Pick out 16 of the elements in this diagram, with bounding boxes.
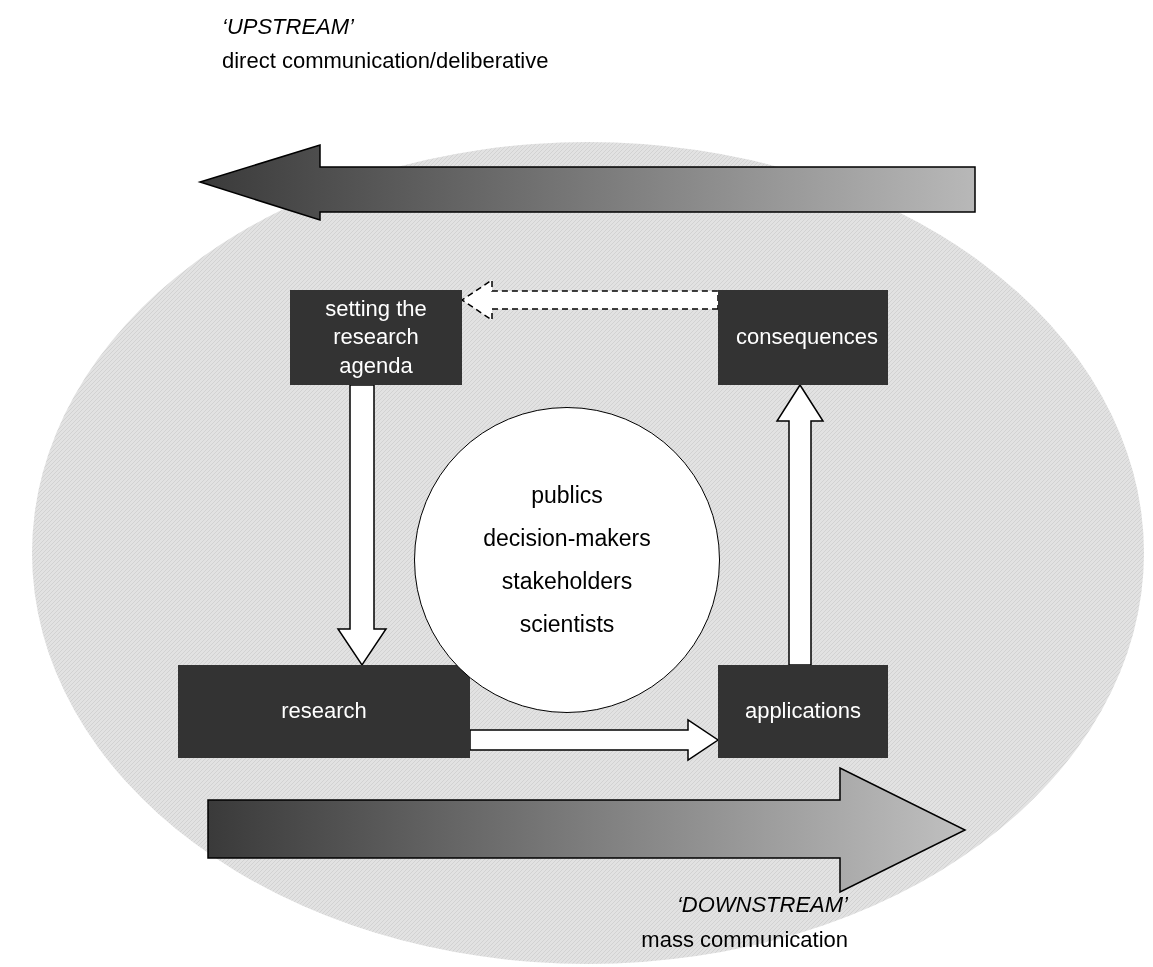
process-box: setting the research agenda bbox=[290, 290, 462, 385]
block-arrow bbox=[775, 383, 825, 666]
block-arrow bbox=[460, 278, 719, 322]
block-arrow bbox=[469, 718, 720, 762]
node-text: stakeholders bbox=[501, 568, 633, 595]
process-box: applications bbox=[718, 665, 888, 758]
note-text: ‘DOWNSTREAM’ bbox=[676, 892, 848, 918]
node-text: decision-makers bbox=[483, 525, 651, 552]
process-box: consequences bbox=[718, 290, 888, 385]
process-box: research bbox=[178, 665, 470, 758]
note-text: direct communication/deliberative bbox=[222, 48, 549, 74]
node-text: scientists bbox=[519, 611, 615, 638]
note-text: mass communication bbox=[641, 927, 848, 953]
node-text: publics bbox=[531, 482, 603, 509]
block-arrow bbox=[336, 384, 388, 667]
note-text: ‘UPSTREAM’ bbox=[222, 14, 354, 40]
